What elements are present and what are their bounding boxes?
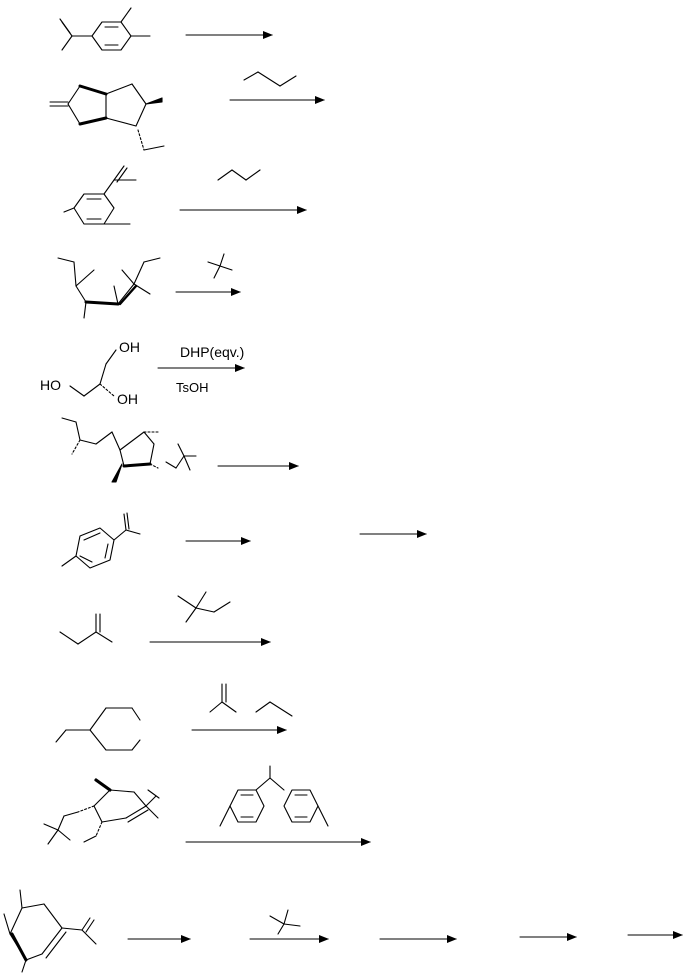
reaction-1: [59, 7, 273, 51]
reaction-4: [57, 253, 241, 319]
reaction-3-reactant-structure: [63, 165, 137, 225]
reaction-9-reactant-structure: [55, 707, 141, 751]
reaction-9: [55, 683, 293, 751]
reaction-11: [3, 889, 683, 973]
reagent-label-dhp: DHP(eqv.): [180, 344, 244, 360]
reaction-3: [63, 165, 307, 225]
reaction-11-reagent-structure: [269, 909, 301, 935]
reaction-9-reagent-2-structure: [255, 701, 293, 717]
reaction-6-reactant-structure: [61, 417, 159, 483]
reaction-10-reagent-structure: [219, 765, 329, 827]
atom-label-oh-top: OH: [119, 339, 140, 355]
reaction-1-reactant-structure: [59, 7, 151, 51]
reaction-6: [61, 417, 299, 483]
reaction-7-reactant-structure: [61, 512, 141, 569]
reaction-2: [49, 71, 325, 151]
reaction-8-reactant-structure: [59, 613, 113, 645]
reaction-10-reactant-structure: [43, 778, 160, 845]
reaction-5-reactant-structure: [69, 349, 117, 397]
reagent-label-tsoh: TsOH: [176, 380, 209, 395]
reaction-3-reagent-structure: [217, 169, 261, 181]
reaction-9-reagent-1-structure: [209, 683, 237, 713]
reaction-11-reactant-structure: [3, 889, 97, 973]
reaction-6-substituent-structure: [165, 443, 197, 471]
reaction-4-reagent-structure: [207, 253, 233, 279]
atom-label-ho: HO: [40, 377, 61, 393]
reaction-10: [43, 765, 371, 846]
reaction-5: [69, 349, 245, 397]
reaction-2-reagent-structure: [243, 71, 297, 87]
reaction-4-reactant-structure: [57, 257, 161, 319]
atom-label-oh-bottom: OH: [117, 391, 138, 407]
reaction-7: [61, 512, 427, 569]
reaction-2-reactant-structure: [49, 83, 165, 151]
reaction-8-reagent-structure: [177, 591, 231, 623]
reaction-8: [59, 591, 271, 646]
